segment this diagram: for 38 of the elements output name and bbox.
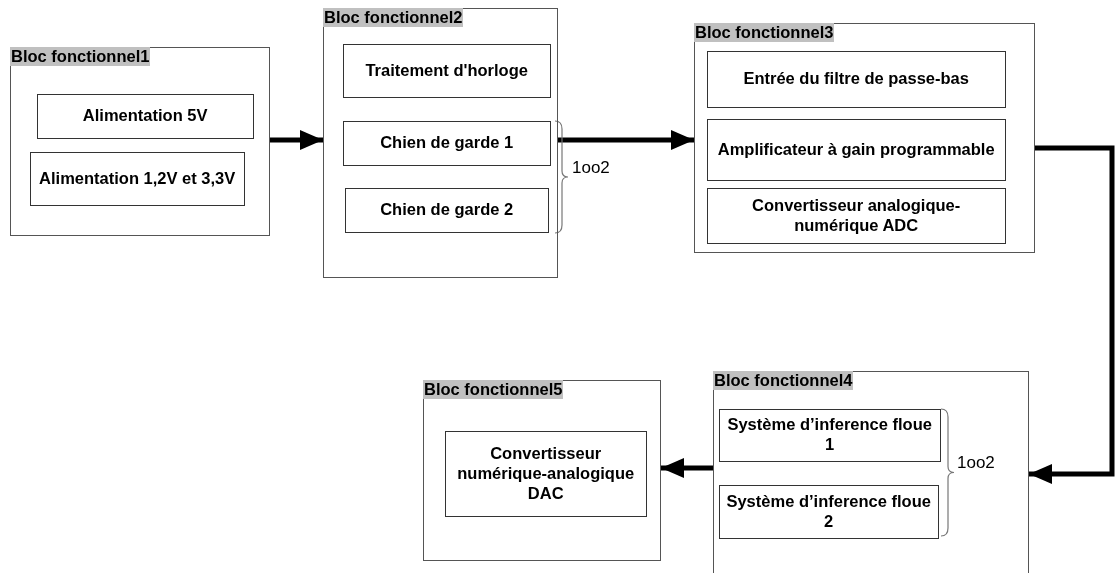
process-box bbox=[29, 151, 245, 206]
box-label: Convertisseur analogique-numérique ADC bbox=[751, 195, 962, 236]
redundancy-label: 1oo2 bbox=[572, 158, 610, 178]
box-label: Système d’inference floue 2 bbox=[725, 491, 932, 532]
process-box bbox=[36, 93, 254, 139]
block-heading: Bloc fonctionnel1 bbox=[10, 47, 151, 66]
box-label: Traitement d'horloge bbox=[365, 60, 528, 81]
process-box bbox=[706, 50, 1006, 108]
process-box bbox=[342, 120, 551, 166]
block-heading: Bloc fonctionnel5 bbox=[423, 380, 564, 399]
process-box bbox=[706, 187, 1006, 244]
box-label: Amplificateur à gain programmable bbox=[717, 139, 995, 160]
block-heading: Bloc fonctionnel2 bbox=[323, 8, 464, 27]
process-box bbox=[706, 118, 1006, 181]
process-box bbox=[718, 484, 939, 539]
arrow bbox=[1029, 145, 1115, 484]
box-label: Convertisseur numérique-analogique DAC bbox=[456, 444, 636, 504]
block-frame bbox=[10, 47, 270, 236]
box-label: Entrée du filtre de passe-bas bbox=[743, 69, 969, 90]
block-heading: Bloc fonctionnel3 bbox=[694, 23, 835, 42]
block-frame bbox=[323, 8, 558, 278]
process-box bbox=[342, 43, 551, 98]
block-heading: Bloc fonctionnel4 bbox=[713, 371, 854, 390]
box-label: Chien de garde 2 bbox=[380, 200, 514, 221]
block-frame bbox=[694, 23, 1035, 253]
block-frame bbox=[423, 380, 661, 561]
box-label: Alimentation 5V bbox=[82, 106, 208, 127]
box-label: Alimentation 1,2V et 3,3V bbox=[39, 168, 236, 189]
arrow bbox=[558, 130, 694, 150]
process-box bbox=[444, 430, 647, 517]
arrow bbox=[270, 130, 323, 150]
redundancy-label: 1oo2 bbox=[957, 453, 995, 473]
box-label: Chien de garde 1 bbox=[380, 133, 514, 154]
process-box bbox=[718, 408, 941, 462]
arrow bbox=[661, 458, 713, 478]
box-label: Système d’inference floue 1 bbox=[726, 415, 933, 455]
block-frame bbox=[713, 371, 1029, 573]
process-box bbox=[344, 187, 549, 233]
